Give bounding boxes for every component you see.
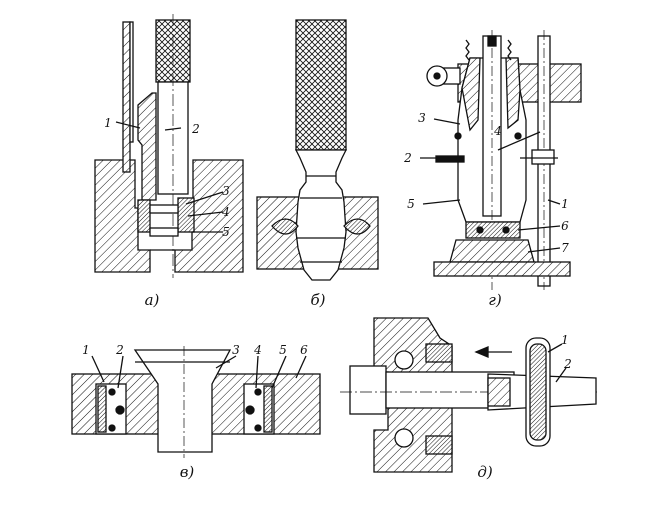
figure-g-part-label: 3: [418, 111, 426, 125]
figure-v-part-label: 1: [82, 343, 90, 357]
figure-g-part-label: 5: [407, 197, 415, 211]
figure-a-part-label: 4: [221, 205, 230, 219]
figure-a-caption: а): [145, 291, 160, 309]
figure-v-part-label: 6: [300, 343, 308, 357]
figure-a-drawing: [94, 14, 244, 278]
figure-g-part-label: 1: [561, 197, 569, 211]
figure-d-caption: д): [477, 463, 493, 481]
figure-g-part-label: 6: [561, 219, 569, 233]
figure-g-drawing: [420, 30, 582, 290]
figure-b-drawing: [256, 19, 379, 281]
figure-a-part-label: 5: [222, 225, 230, 239]
figure-b-caption: б): [310, 291, 325, 309]
figure-d-part-label: 2: [563, 357, 572, 371]
figure-g-part-label: 7: [561, 241, 569, 255]
figure-a-part-label: 1: [104, 116, 112, 130]
figure-g-part-label: 2: [403, 151, 412, 165]
figure-g-part-label: 4: [493, 124, 502, 138]
figure-a-part-label: 3: [222, 184, 230, 198]
figure-v-drawing: [71, 346, 321, 458]
figure-v-part-label: 5: [279, 343, 287, 357]
figure-d-part-label: 1: [561, 333, 569, 347]
figure-g-caption: г): [488, 291, 502, 309]
figure-v-part-label: 3: [232, 343, 240, 357]
figure-v-part-label: 2: [115, 343, 124, 357]
figure-v-part-label: 4: [253, 343, 262, 357]
figure-d-drawing: [340, 317, 600, 473]
figure-a-part-label: 2: [191, 122, 200, 136]
figure-v-caption: в): [180, 463, 195, 481]
